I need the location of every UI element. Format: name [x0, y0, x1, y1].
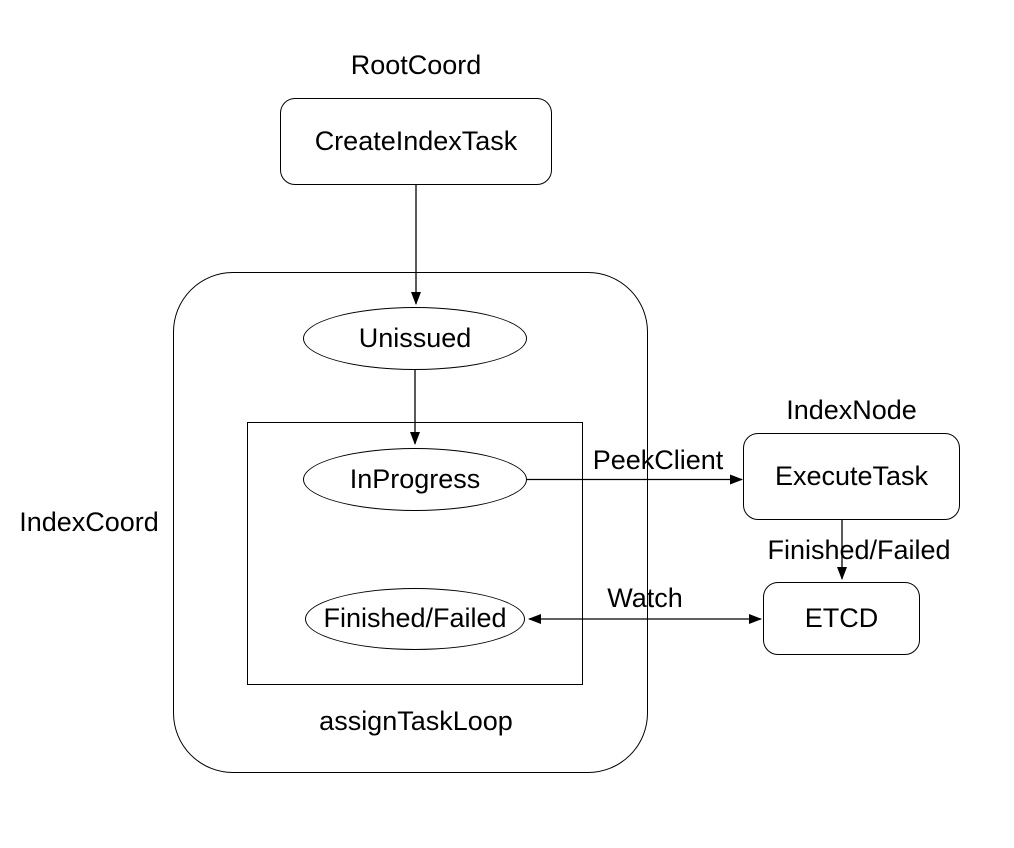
rootcoord-label: RootCoord [350, 50, 482, 80]
node-in-progress: InProgress [303, 448, 527, 511]
node-finished-failed: Finished/Failed [305, 588, 525, 650]
node-in-progress-label: InProgress [349, 463, 481, 494]
assign-task-loop-container [247, 422, 583, 685]
node-unissued: Unissued [303, 307, 527, 370]
finished-failed-edge-label: Finished/Failed [767, 535, 951, 565]
assign-task-loop-label: assignTaskLoop [319, 706, 513, 736]
peek-client-edge-label: PeekClient [592, 445, 724, 475]
node-etcd: ETCD [763, 582, 920, 655]
indexnode-label: IndexNode [786, 395, 917, 425]
watch-edge-label: Watch [607, 583, 683, 613]
node-execute-task: ExecuteTask [743, 433, 960, 520]
indexcoord-container [173, 272, 648, 773]
node-create-index-task: CreateIndexTask [280, 98, 552, 185]
node-finished-failed-label: Finished/Failed [323, 603, 507, 634]
node-create-index-task-label: CreateIndexTask [314, 125, 518, 156]
node-etcd-label: ETCD [804, 602, 879, 633]
node-unissued-label: Unissued [358, 322, 472, 353]
node-execute-task-label: ExecuteTask [774, 460, 929, 491]
indexcoord-label: IndexCoord [19, 507, 159, 537]
